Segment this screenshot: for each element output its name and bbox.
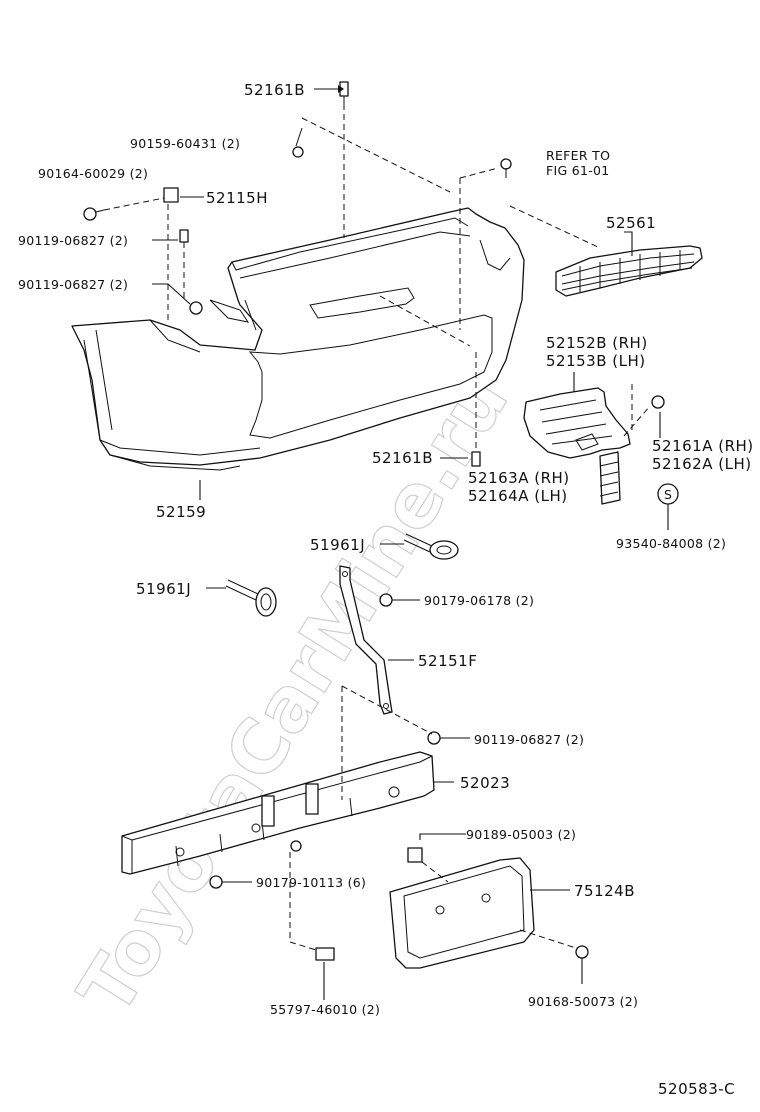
plate-nut	[315, 947, 335, 961]
label-52115H: 52115H	[206, 189, 268, 207]
label-52161B-top: 52161B	[244, 81, 305, 99]
label-93540: 93540-84008 (2)	[616, 536, 726, 551]
label-90119-a: 90119-06827 (2)	[18, 233, 128, 248]
label-75124B: 75124B	[574, 882, 635, 900]
label-51961J-b: 51961J	[136, 580, 191, 598]
label-90179-10113: 90179-10113 (6)	[256, 875, 366, 890]
label-90119-b: 90119-06827 (2)	[18, 277, 128, 292]
label-52162A: 52162A (LH)	[652, 455, 752, 473]
label-90119-c: 90119-06827 (2)	[474, 732, 584, 747]
guide-lines	[103, 104, 651, 951]
bumper-grille	[555, 245, 703, 297]
clip-strip	[599, 451, 621, 505]
label-52023: 52023	[460, 774, 510, 792]
label-90189: 90189-05003 (2)	[466, 827, 576, 842]
label-52164A: 52164A (LH)	[468, 487, 568, 505]
label-52561: 52561	[606, 214, 656, 232]
license-plate-bracket	[389, 857, 535, 969]
s-mark-circle	[657, 483, 679, 505]
label-s-mark: S	[664, 487, 672, 502]
label-52163A: 52163A (RH)	[468, 469, 570, 487]
label-52152B: 52152B (RH)	[546, 334, 648, 352]
label-52159: 52159	[156, 503, 206, 521]
label-52161B-bottom: 52161B	[372, 449, 433, 467]
bumper-cover	[71, 207, 525, 471]
label-52151F: 52151F	[418, 652, 477, 670]
tow-hook-b	[225, 579, 277, 617]
bracket	[339, 565, 393, 715]
tow-hook-a	[403, 533, 459, 560]
reinforcement	[121, 751, 435, 875]
label-51961J-a: 51961J	[310, 536, 365, 554]
side-grille	[523, 387, 631, 459]
label-90168: 90168-50073 (2)	[528, 994, 638, 1009]
label-52153B: 52153B (LH)	[546, 352, 646, 370]
label-90159: 90159-60431 (2)	[130, 136, 240, 151]
label-52161A: 52161A (RH)	[652, 437, 754, 455]
label-refer-line2: FIG 61-01	[546, 163, 610, 178]
leader-lines	[152, 85, 669, 1000]
label-90179-06178: 90179-06178 (2)	[424, 593, 534, 608]
label-90164: 90164-60029 (2)	[38, 166, 148, 181]
diagram-code: 520583-C	[658, 1080, 735, 1098]
label-55797: 55797-46010 (2)	[270, 1002, 380, 1017]
label-refer-line1: REFER TO	[546, 148, 610, 163]
